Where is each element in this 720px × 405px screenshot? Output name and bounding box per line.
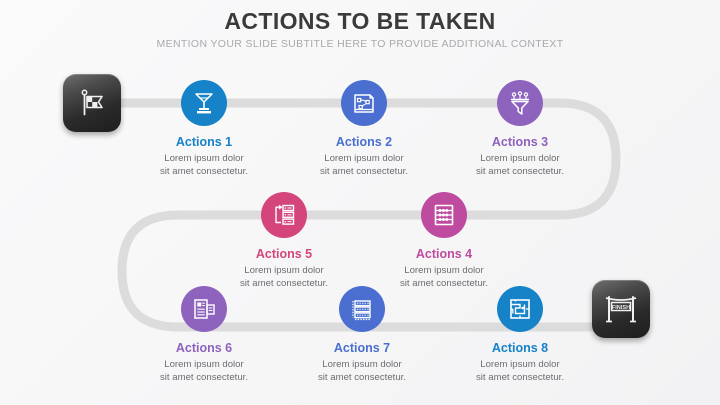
finish-banner-text: FINISH bbox=[612, 305, 630, 311]
step-label-1: Actions 1 bbox=[175, 135, 233, 149]
step-node-4[interactable]: Actions 4 Lorem ipsum dolor sit amet con… bbox=[356, 192, 532, 290]
diamond-trophy-icon bbox=[195, 93, 213, 114]
step-label-6: Actions 6 bbox=[175, 341, 233, 355]
step-icon-circle-1[interactable] bbox=[181, 80, 227, 126]
step-icon-circle-8[interactable] bbox=[497, 286, 543, 332]
server-transfer-icon bbox=[275, 204, 295, 225]
step-label-5: Actions 5 bbox=[255, 247, 313, 261]
step-node-2[interactable]: Actions 2 Lorem ipsum dolor sit amet con… bbox=[276, 80, 452, 178]
step-icon-circle-6[interactable] bbox=[181, 286, 227, 332]
finish-line-icon: FINISH bbox=[605, 296, 637, 323]
start-flag-badge[interactable] bbox=[63, 74, 121, 132]
news-article-icon bbox=[194, 299, 215, 319]
step-node-8[interactable]: Actions 8 Lorem ipsum dolor sit amet con… bbox=[432, 286, 608, 384]
step-node-1[interactable]: Actions 1 Lorem ipsum dolor sit amet con… bbox=[116, 80, 292, 178]
step-label-4: Actions 4 bbox=[415, 247, 473, 261]
step-label-7: Actions 7 bbox=[333, 341, 391, 355]
maze-icon bbox=[510, 299, 530, 319]
step-desc-7: Lorem ipsum dolor sit amet consectetur. bbox=[318, 359, 406, 383]
abacus-icon bbox=[434, 204, 454, 226]
strategy-plan-icon bbox=[354, 94, 374, 113]
step-label-3: Actions 3 bbox=[491, 135, 549, 149]
step-desc-5: Lorem ipsum dolor sit amet consectetur. bbox=[240, 265, 328, 289]
start-flag-icon bbox=[81, 89, 103, 116]
step-desc-8: Lorem ipsum dolor sit amet consectetur. bbox=[476, 359, 564, 383]
server-rack-icon bbox=[352, 300, 371, 321]
step-label-8: Actions 8 bbox=[491, 341, 549, 355]
step-icon-circle-2[interactable] bbox=[341, 80, 387, 126]
step-icon-circle-5[interactable] bbox=[261, 192, 307, 238]
finish-line-badge[interactable]: FINISH bbox=[592, 280, 650, 338]
step-node-7[interactable]: Actions 7 Lorem ipsum dolor sit amet con… bbox=[274, 286, 450, 384]
step-node-6[interactable]: Actions 6 Lorem ipsum dolor sit amet con… bbox=[116, 286, 292, 384]
step-desc-2: Lorem ipsum dolor sit amet consectetur. bbox=[320, 153, 408, 177]
step-icon-circle-3[interactable] bbox=[497, 80, 543, 126]
step-node-3[interactable]: Actions 3 Lorem ipsum dolor sit amet con… bbox=[432, 80, 608, 178]
step-desc-4: Lorem ipsum dolor sit amet consectetur. bbox=[400, 265, 488, 289]
step-desc-1: Lorem ipsum dolor sit amet consectetur. bbox=[160, 153, 248, 177]
step-icon-circle-4[interactable] bbox=[421, 192, 467, 238]
step-desc-3: Lorem ipsum dolor sit amet consectetur. bbox=[476, 153, 564, 177]
step-icon-circle-7[interactable] bbox=[339, 286, 385, 332]
funnel-filter-icon bbox=[511, 91, 529, 115]
step-node-5[interactable]: Actions 5 Lorem ipsum dolor sit amet con… bbox=[196, 192, 372, 290]
step-label-2: Actions 2 bbox=[335, 135, 393, 149]
page-subtitle: MENTION YOUR SLIDE SUBTITLE HERE TO PROV… bbox=[156, 38, 564, 50]
step-desc-6: Lorem ipsum dolor sit amet consectetur. bbox=[160, 359, 248, 383]
page-title: ACTIONS TO BE TAKEN bbox=[224, 8, 496, 34]
